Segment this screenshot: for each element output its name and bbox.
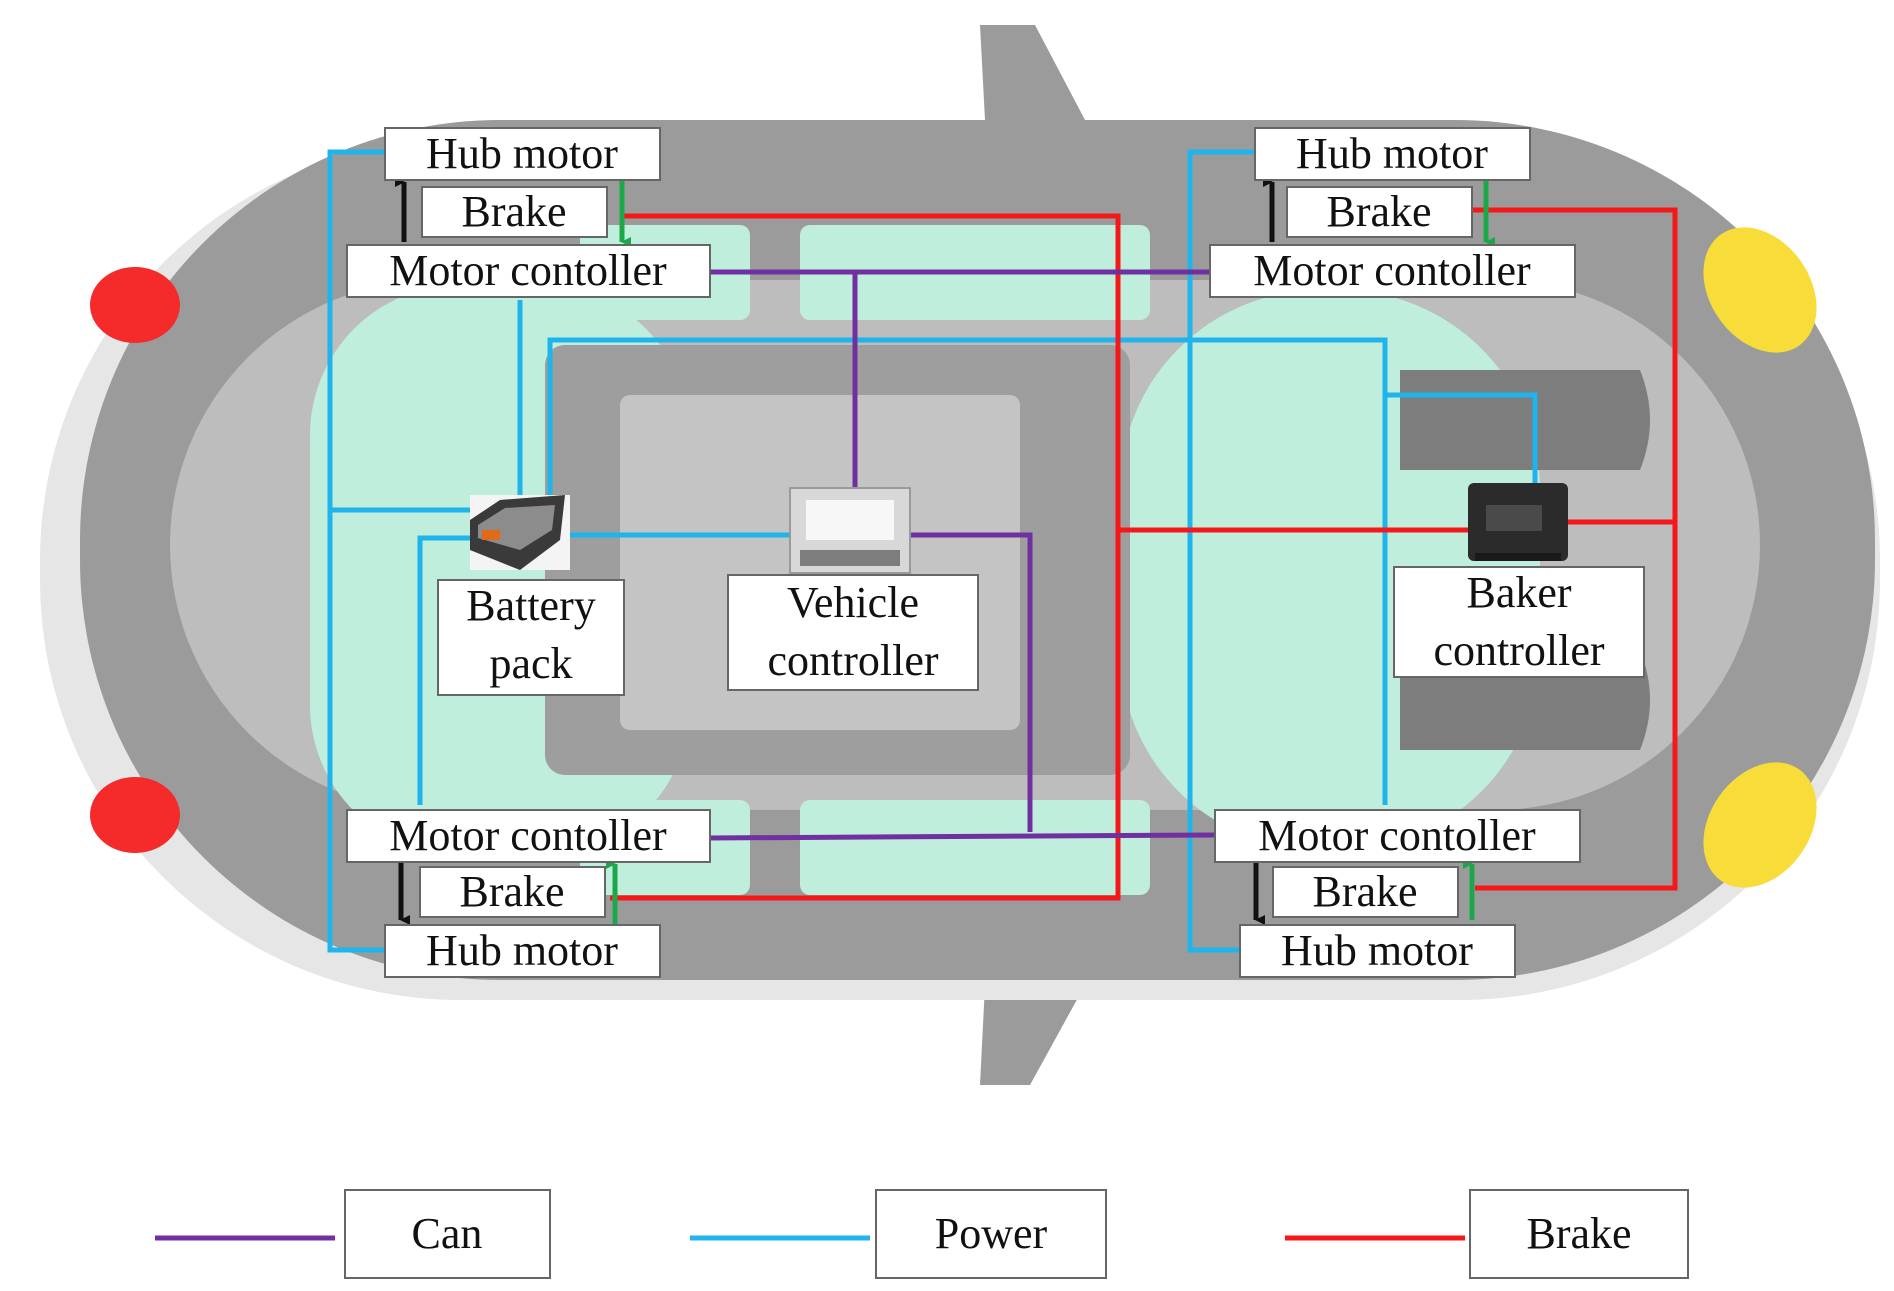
baker-controller-label-line1: Baker xyxy=(1466,568,1571,617)
fr-hub-motor-label: Hub motor xyxy=(1296,129,1488,178)
battery-pack: Battery pack xyxy=(437,579,625,696)
rr-brake-label: Brake xyxy=(1312,867,1417,916)
rl-hub-motor: Hub motor xyxy=(384,924,661,978)
legend-brake: Brake xyxy=(1285,1189,1689,1279)
fl-hub-motor-label: Hub motor xyxy=(426,129,618,178)
tail-light-right xyxy=(90,777,180,853)
legend-can-label: Can xyxy=(412,1209,483,1258)
rl-motor-controller-label: Motor contoller xyxy=(389,811,667,860)
vehicle-controller: Vehicle controller xyxy=(727,574,979,691)
left-mirror-top xyxy=(980,25,1085,120)
fr-brake: Brake xyxy=(1286,186,1473,238)
rl-brake-label: Brake xyxy=(459,867,564,916)
fr-hub-motor: Hub motor xyxy=(1254,127,1531,181)
fr-motor-controller: Motor contoller xyxy=(1209,244,1576,298)
fl-brake: Brake xyxy=(421,186,608,238)
baker-controller-image xyxy=(1468,483,1568,561)
vehicle-controller-label-line2: controller xyxy=(767,636,938,685)
headlight-right xyxy=(1703,762,1817,888)
fl-brake-label: Brake xyxy=(461,187,566,236)
tail-light-left xyxy=(90,267,180,343)
legend-can: Can xyxy=(155,1189,551,1279)
battery-pack-label-line2: pack xyxy=(489,639,572,688)
baker-controller: Baker controller xyxy=(1393,566,1645,678)
legend-power-label: Power xyxy=(935,1209,1048,1258)
baker-controller-label-line2: controller xyxy=(1433,626,1604,675)
rr-brake: Brake xyxy=(1272,866,1459,918)
left-mirror-bottom xyxy=(980,985,1085,1085)
fr-brake-label: Brake xyxy=(1326,187,1431,236)
legend-power: Power xyxy=(690,1189,1107,1279)
rr-motor-controller-label: Motor contoller xyxy=(1258,811,1536,860)
power-wires xyxy=(327,149,1538,953)
legend-brake-label: Brake xyxy=(1526,1209,1631,1258)
can-wires xyxy=(709,269,1216,841)
rr-hub-motor: Hub motor xyxy=(1239,924,1516,978)
battery-pack-image xyxy=(470,495,570,570)
rl-brake: Brake xyxy=(419,866,606,918)
fl-hub-motor: Hub motor xyxy=(384,127,661,181)
legend: Can Power Brake xyxy=(155,1189,1689,1279)
car-body xyxy=(40,25,1880,1085)
vehicle-controller-label-line1: Vehicle xyxy=(787,578,919,627)
fl-motor-controller-label: Motor contoller xyxy=(389,246,667,295)
vehicle-controller-image xyxy=(789,487,911,574)
fr-motor-controller-label: Motor contoller xyxy=(1253,246,1531,295)
headlight-left xyxy=(1703,227,1817,353)
actuation-arrows xyxy=(395,177,1495,925)
rl-hub-motor-label: Hub motor xyxy=(426,926,618,975)
rr-motor-controller: Motor contoller xyxy=(1214,809,1581,863)
fl-motor-controller: Motor contoller xyxy=(346,244,711,298)
rl-motor-controller: Motor contoller xyxy=(346,809,711,863)
rr-hub-motor-label: Hub motor xyxy=(1281,926,1473,975)
battery-pack-label-line1: Battery xyxy=(466,581,596,630)
brake-wires xyxy=(610,207,1678,901)
